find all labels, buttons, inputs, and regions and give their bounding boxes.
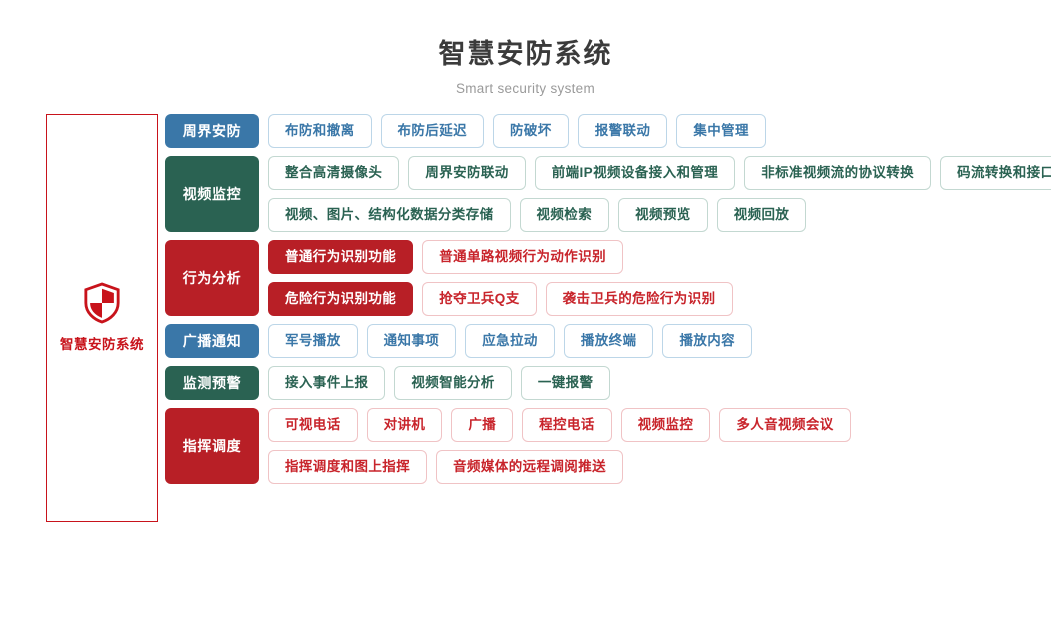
sidebar-system-panel: 智慧安防系统 bbox=[46, 113, 158, 522]
feature-chip[interactable]: 布防后延迟 bbox=[380, 113, 484, 148]
feature-chip[interactable]: 视频回放 bbox=[716, 197, 807, 232]
category-label-周界安防[interactable]: 周界安防 bbox=[165, 113, 259, 148]
feature-chip[interactable]: 普通单路视频行为动作识别 bbox=[422, 239, 624, 274]
feature-chip[interactable]: 报警联动 bbox=[577, 113, 668, 148]
feature-chip[interactable]: 对讲机 bbox=[366, 407, 443, 442]
feature-chip[interactable]: 前端IP视频设备接入和管理 bbox=[534, 155, 736, 190]
feature-chip[interactable]: 视频检索 bbox=[519, 197, 610, 232]
category-rows: 周界安防布防和撤离布防后延迟防破坏报警联动集中管理视频监控整合高清摄像头周界安防… bbox=[165, 113, 1051, 484]
category-label-指挥调度[interactable]: 指挥调度 bbox=[165, 407, 259, 484]
category-label-广播通知[interactable]: 广播通知 bbox=[165, 323, 259, 358]
feature-chip[interactable]: 音频媒体的远程调阅推送 bbox=[436, 449, 624, 484]
feature-group: 可视电话对讲机广播程控电话视频监控多人音视频会议指挥调度和图上指挥音频媒体的远程… bbox=[268, 407, 1051, 484]
feature-chip[interactable]: 播放终端 bbox=[563, 323, 654, 358]
feature-line: 视频、图片、结构化数据分类存储视频检索视频预览视频回放 bbox=[268, 197, 1051, 232]
feature-chip[interactable]: 程控电话 bbox=[522, 407, 612, 442]
feature-line: 布防和撤离布防后延迟防破坏报警联动集中管理 bbox=[268, 113, 1051, 148]
category-row: 行为分析普通行为识别功能普通单路视频行为动作识别危险行为识别功能抢夺卫兵Q支袭击… bbox=[165, 239, 1051, 316]
feature-chip[interactable]: 整合高清摄像头 bbox=[268, 155, 400, 190]
feature-line: 指挥调度和图上指挥音频媒体的远程调阅推送 bbox=[268, 449, 1051, 484]
feature-group: 整合高清摄像头周界安防联动前端IP视频设备接入和管理非标准视频流的协议转换码流转… bbox=[268, 155, 1051, 232]
feature-chip[interactable]: 视频预览 bbox=[618, 197, 708, 232]
feature-chip[interactable]: 非标准视频流的协议转换 bbox=[744, 155, 932, 190]
shield-icon bbox=[83, 282, 121, 324]
page-header: 智慧安防系统 Smart security system bbox=[0, 0, 1051, 96]
feature-chip[interactable]: 多人音视频会议 bbox=[719, 407, 851, 442]
feature-chip[interactable]: 播放内容 bbox=[662, 323, 753, 358]
feature-chip[interactable]: 视频智能分析 bbox=[394, 365, 512, 400]
category-label-视频监控[interactable]: 视频监控 bbox=[165, 155, 259, 232]
category-row: 周界安防布防和撤离布防后延迟防破坏报警联动集中管理 bbox=[165, 113, 1051, 148]
feature-chip[interactable]: 码流转换和接口转换 bbox=[940, 155, 1051, 190]
feature-chip[interactable]: 应急拉动 bbox=[465, 323, 555, 358]
sidebar-system-label: 智慧安防系统 bbox=[60, 337, 144, 353]
feature-chip[interactable]: 周界安防联动 bbox=[408, 155, 526, 190]
category-label-行为分析[interactable]: 行为分析 bbox=[165, 239, 259, 316]
feature-line: 军号播放通知事项应急拉动播放终端播放内容 bbox=[268, 323, 1051, 358]
feature-line: 接入事件上报视频智能分析一键报警 bbox=[268, 365, 1051, 400]
feature-line: 可视电话对讲机广播程控电话视频监控多人音视频会议 bbox=[268, 407, 1051, 442]
feature-chip[interactable]: 集中管理 bbox=[676, 113, 766, 148]
feature-group: 普通行为识别功能普通单路视频行为动作识别危险行为识别功能抢夺卫兵Q支袭击卫兵的危… bbox=[268, 239, 1051, 316]
feature-chip[interactable]: 危险行为识别功能 bbox=[268, 281, 414, 316]
category-row: 指挥调度可视电话对讲机广播程控电话视频监控多人音视频会议指挥调度和图上指挥音频媒… bbox=[165, 407, 1051, 484]
feature-chip[interactable]: 布防和撤离 bbox=[268, 113, 372, 148]
category-row: 视频监控整合高清摄像头周界安防联动前端IP视频设备接入和管理非标准视频流的协议转… bbox=[165, 155, 1051, 232]
feature-chip[interactable]: 可视电话 bbox=[268, 407, 358, 442]
feature-chip[interactable]: 指挥调度和图上指挥 bbox=[268, 449, 428, 484]
feature-line: 普通行为识别功能普通单路视频行为动作识别 bbox=[268, 239, 1051, 274]
feature-chip[interactable]: 普通行为识别功能 bbox=[268, 239, 414, 274]
feature-chip[interactable]: 视频监控 bbox=[620, 407, 711, 442]
feature-chip[interactable]: 一键报警 bbox=[520, 365, 611, 400]
page-subtitle: Smart security system bbox=[455, 80, 596, 96]
page-title: 智慧安防系统 bbox=[438, 39, 613, 69]
diagram-body: 智慧安防系统 周界安防布防和撤离布防后延迟防破坏报警联动集中管理视频监控整合高清… bbox=[0, 113, 1051, 522]
feature-line: 整合高清摄像头周界安防联动前端IP视频设备接入和管理非标准视频流的协议转换码流转… bbox=[268, 155, 1051, 190]
feature-chip[interactable]: 通知事项 bbox=[366, 323, 457, 358]
feature-chip[interactable]: 军号播放 bbox=[268, 323, 358, 358]
feature-group: 接入事件上报视频智能分析一键报警 bbox=[268, 365, 1051, 400]
feature-group: 布防和撤离布防后延迟防破坏报警联动集中管理 bbox=[268, 113, 1051, 148]
feature-chip[interactable]: 接入事件上报 bbox=[268, 365, 386, 400]
feature-chip[interactable]: 防破坏 bbox=[493, 113, 569, 148]
category-row: 监测预警接入事件上报视频智能分析一键报警 bbox=[165, 365, 1051, 400]
feature-chip[interactable]: 袭击卫兵的危险行为识别 bbox=[545, 281, 733, 316]
feature-chip[interactable]: 广播 bbox=[451, 407, 514, 442]
feature-chip[interactable]: 抢夺卫兵Q支 bbox=[422, 281, 537, 316]
category-row: 广播通知军号播放通知事项应急拉动播放终端播放内容 bbox=[165, 323, 1051, 358]
feature-group: 军号播放通知事项应急拉动播放终端播放内容 bbox=[268, 323, 1051, 358]
feature-chip[interactable]: 视频、图片、结构化数据分类存储 bbox=[268, 197, 511, 232]
feature-line: 危险行为识别功能抢夺卫兵Q支袭击卫兵的危险行为识别 bbox=[268, 281, 1051, 316]
category-label-监测预警[interactable]: 监测预警 bbox=[165, 365, 259, 400]
